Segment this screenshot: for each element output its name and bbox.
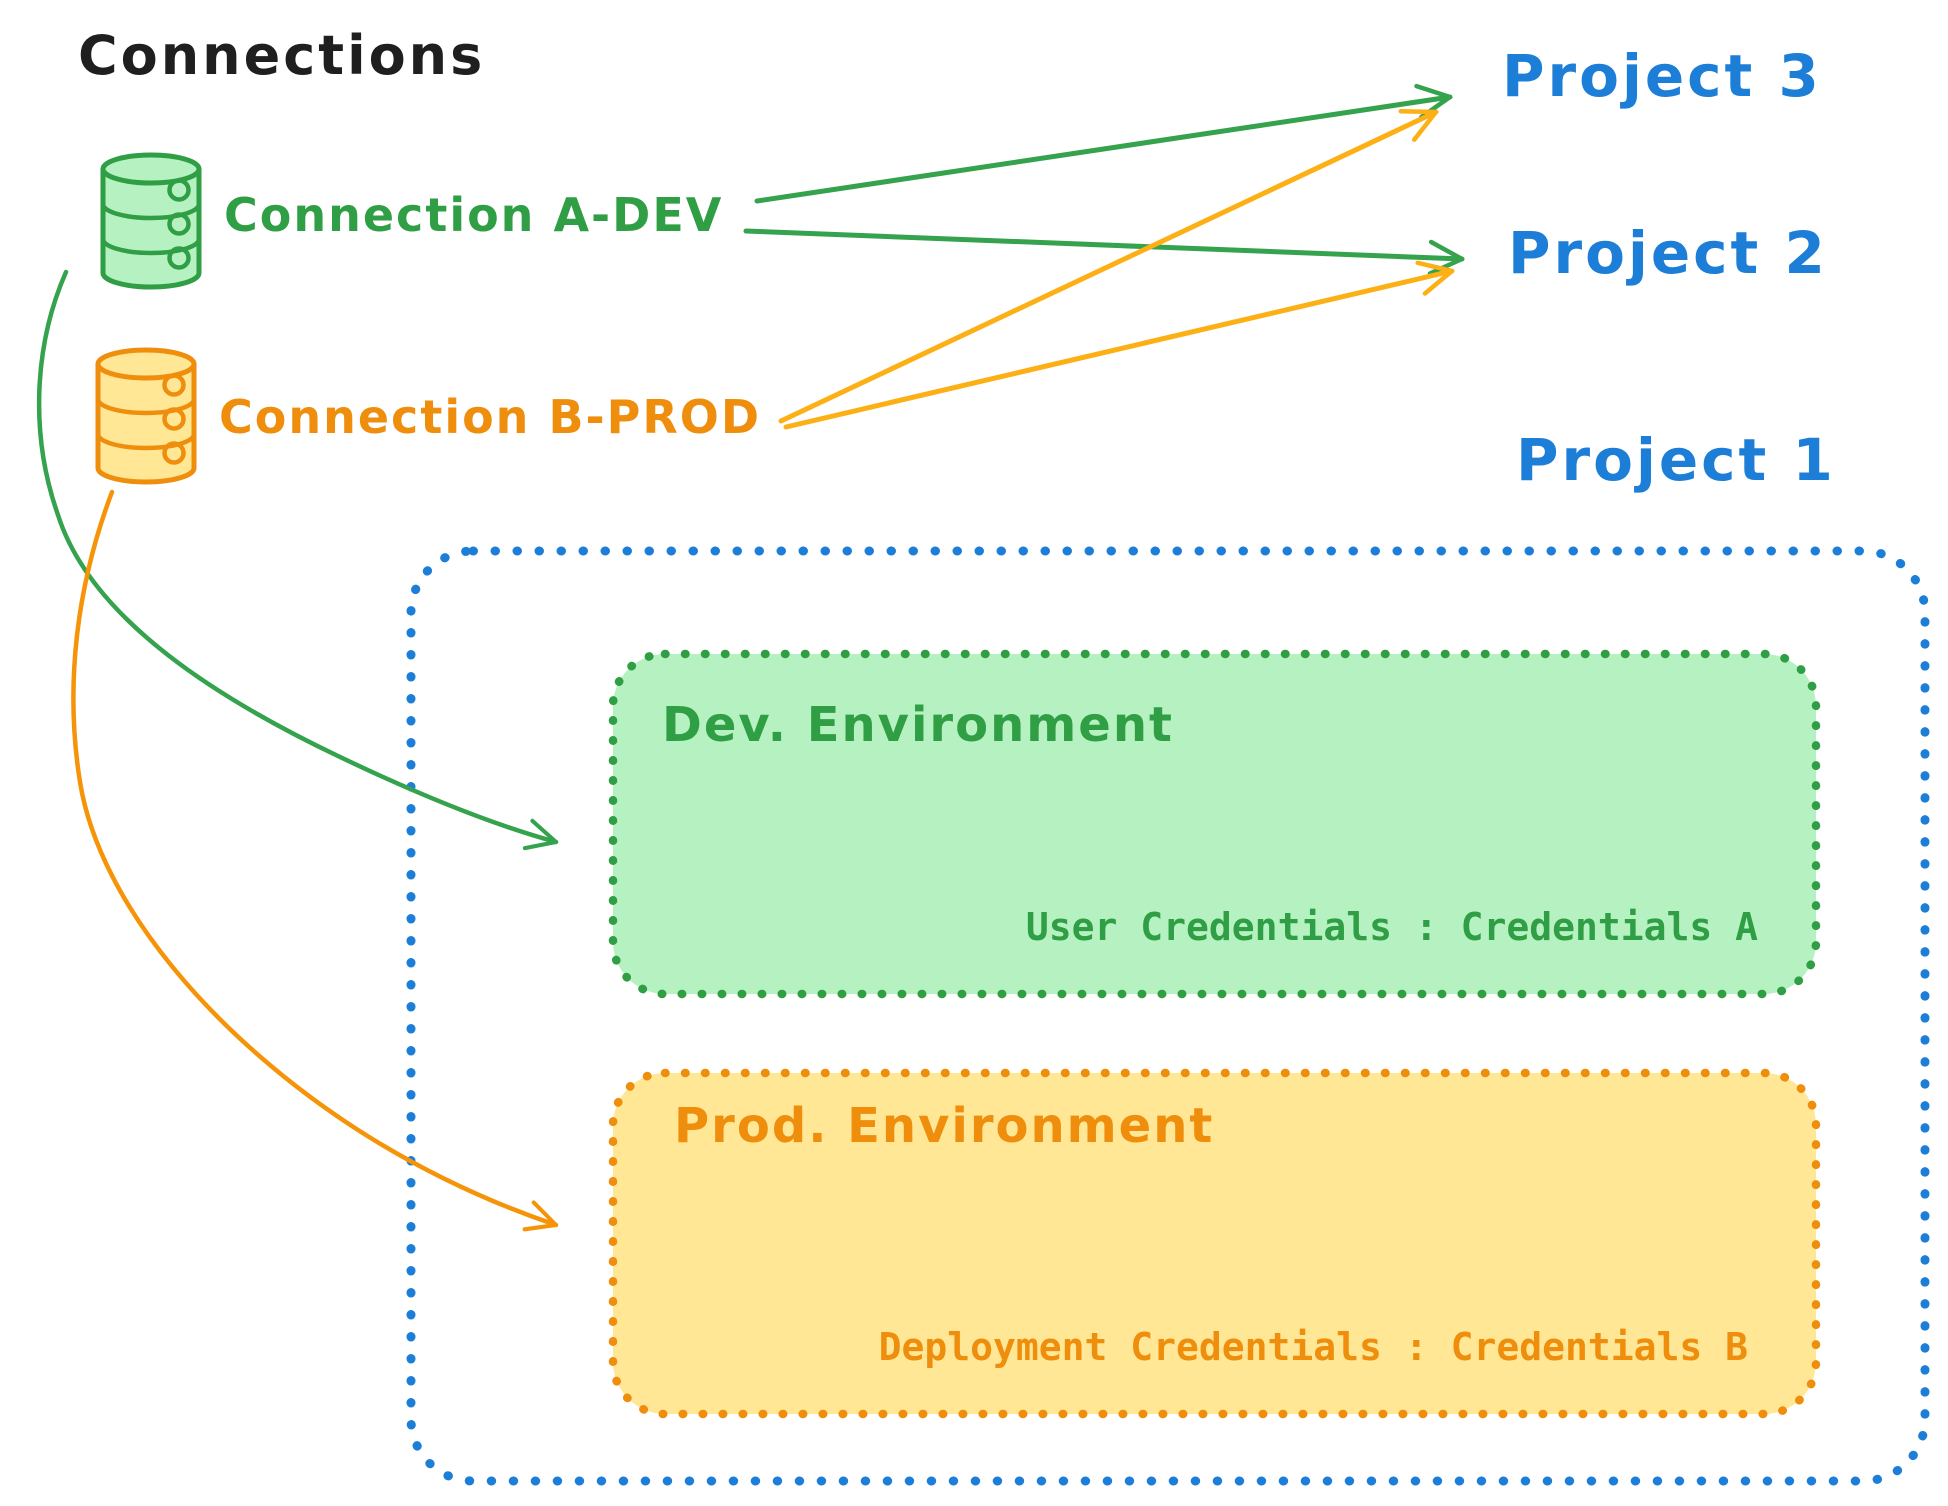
dev-environment-credentials: User Credentials : Credentials A [1025, 905, 1758, 949]
project-2-label: Project 2 [1508, 219, 1828, 287]
prod-environment-box [608, 1068, 1821, 1419]
prod-environment-title: Prod. Environment [674, 1098, 1215, 1154]
arrow-b-prod-to-project-3 [778, 108, 1439, 424]
arrow-b-prod-to-project-2 [783, 260, 1455, 430]
project-1-container [406, 546, 1930, 1486]
connection-a-dev-label: Connection A-DEV [224, 188, 724, 242]
database-icon-b-prod [88, 343, 204, 497]
dev-environment-box [608, 649, 1821, 999]
arrow-b-prod-to-prod-environment [71, 489, 559, 1232]
prod-environment-credentials: Deployment Credentials : Credentials B [878, 1325, 1748, 1369]
dev-environment-title: Dev. Environment [662, 697, 1174, 753]
database-icon-a-dev [93, 148, 209, 302]
connection-b-prod-label: Connection B-PROD [219, 390, 762, 444]
diagram-title: Connections [78, 24, 486, 87]
project-1-label: Project 1 [1516, 426, 1836, 494]
arrow-a-dev-to-project-2 [743, 228, 1465, 276]
project-3-label: Project 3 [1502, 42, 1822, 110]
arrow-a-dev-to-dev-environment [36, 269, 559, 851]
arrow-a-dev-to-project-3 [754, 83, 1453, 204]
